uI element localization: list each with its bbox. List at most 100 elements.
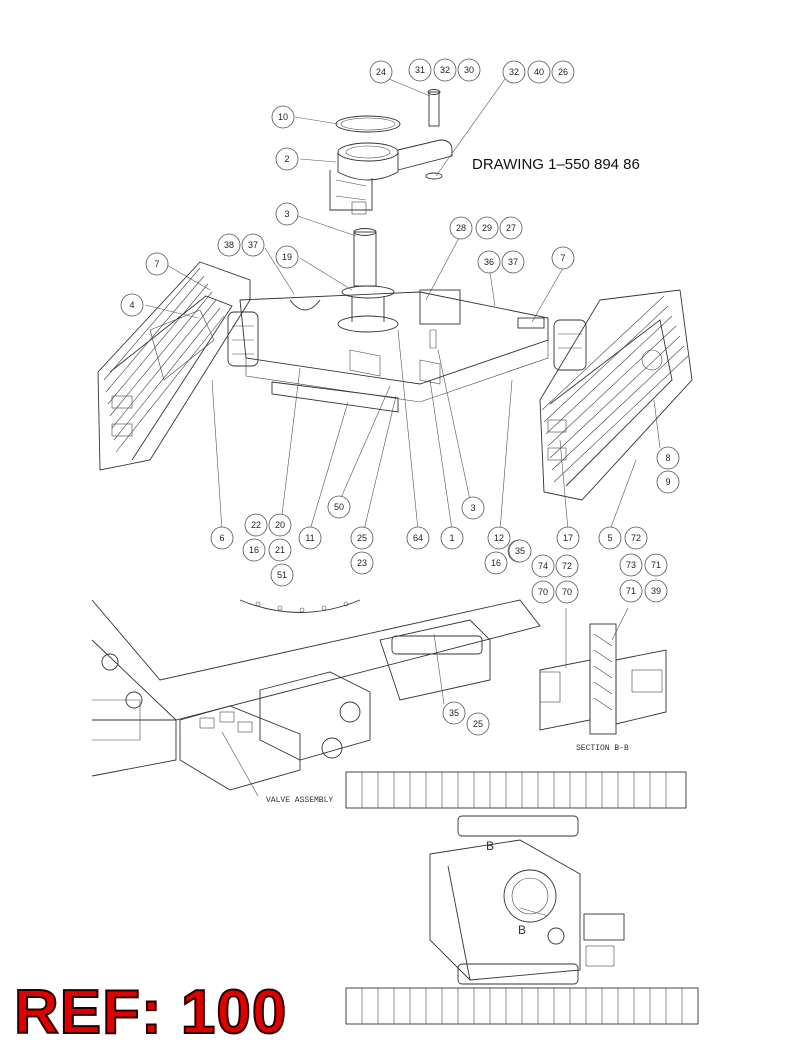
callout-number: 29 bbox=[482, 223, 492, 233]
callout-bubble bbox=[408, 58, 432, 82]
callout-number: 31 bbox=[415, 65, 425, 75]
callout-number: 74 bbox=[538, 561, 548, 571]
callout-bubble bbox=[487, 526, 511, 550]
callout-number: 40 bbox=[534, 67, 544, 77]
callout-bubble bbox=[555, 580, 579, 604]
callout-number: 11 bbox=[305, 533, 314, 543]
callout-bubble bbox=[457, 58, 481, 82]
callout-number: 7 bbox=[154, 259, 159, 269]
callout-bubble bbox=[624, 526, 648, 550]
callout-number: 4 bbox=[129, 300, 134, 310]
callout-number: 8 bbox=[665, 453, 670, 463]
callout-bubble bbox=[406, 526, 430, 550]
callout-number: 7 bbox=[560, 253, 565, 263]
callout-number: 5 bbox=[607, 533, 612, 543]
callout-number: 24 bbox=[376, 67, 386, 77]
callout-number: 35 bbox=[449, 708, 459, 718]
callout-bubble bbox=[508, 539, 532, 563]
callout-number: 17 bbox=[563, 533, 573, 543]
callout-bubble bbox=[242, 538, 266, 562]
callout-bubble bbox=[275, 245, 299, 269]
callout-number: 25 bbox=[357, 533, 367, 543]
callout-bubble bbox=[433, 58, 457, 82]
callout-bubble bbox=[619, 553, 643, 577]
callout-bubble bbox=[619, 579, 643, 603]
callout-bubble bbox=[440, 526, 464, 550]
callout-bubble bbox=[210, 526, 234, 550]
callout-bubble bbox=[271, 105, 295, 129]
callout-number: 32 bbox=[440, 65, 450, 75]
callout-number: 3 bbox=[284, 209, 289, 219]
callout-bubble bbox=[369, 60, 393, 84]
callout-number: 71 bbox=[651, 560, 661, 570]
swing-arm-housing bbox=[329, 139, 453, 215]
callout-number: 70 bbox=[562, 587, 572, 597]
callout-number: 51 bbox=[277, 570, 287, 580]
callout-number: 71 bbox=[626, 586, 636, 596]
callout-number: 2 bbox=[284, 154, 289, 164]
swing-post bbox=[337, 228, 399, 333]
callout-number: 16 bbox=[491, 558, 501, 568]
callout-bubble bbox=[275, 202, 299, 226]
callout-bubble bbox=[531, 580, 555, 604]
callout-number: 37 bbox=[508, 257, 518, 267]
callout-number: 26 bbox=[558, 67, 568, 77]
view-marker-bottom: B bbox=[518, 923, 526, 937]
callout-bubble bbox=[268, 513, 292, 537]
left-cylinder bbox=[227, 311, 259, 367]
callout-bubble bbox=[501, 250, 525, 274]
callout-number: 9 bbox=[665, 477, 670, 487]
callout-number: 23 bbox=[357, 558, 367, 568]
callout-bubble bbox=[217, 233, 241, 257]
callout-bubble bbox=[551, 60, 575, 84]
callout-bubble bbox=[502, 60, 526, 84]
callout-bubble bbox=[499, 216, 523, 240]
callout-bubble bbox=[442, 701, 466, 725]
callout-bubble bbox=[551, 246, 575, 270]
callout-number: 35 bbox=[515, 546, 525, 556]
callout-bubble bbox=[120, 293, 144, 317]
callout-bubble bbox=[556, 526, 580, 550]
callout-bubble bbox=[327, 495, 351, 519]
callout-number: 27 bbox=[506, 223, 516, 233]
callout-bubble bbox=[270, 563, 294, 587]
section-bb-view: SECTION B-B bbox=[539, 607, 667, 753]
callout-bubble bbox=[477, 250, 501, 274]
section-label: SECTION B-B bbox=[576, 744, 629, 753]
callout-number: 39 bbox=[651, 586, 661, 596]
leader-lines-middle bbox=[211, 329, 661, 531]
callout-number: 19 bbox=[282, 252, 292, 262]
ref-label: REF: 100 bbox=[13, 978, 288, 1047]
callout-bubble bbox=[644, 579, 668, 603]
callout-number: 22 bbox=[251, 520, 261, 530]
frame-detail-view: VALVE ASSEMBLY bbox=[91, 599, 541, 805]
callout-number: 20 bbox=[275, 520, 285, 530]
callout-bubble bbox=[268, 538, 292, 562]
callout-number: 1 bbox=[449, 533, 454, 543]
callout-bubble bbox=[241, 233, 265, 257]
callout-bubble bbox=[644, 553, 668, 577]
callout-bubble bbox=[656, 470, 680, 494]
callout-number: 25 bbox=[473, 719, 483, 729]
callout-number: 36 bbox=[484, 257, 494, 267]
callout-number: 12 bbox=[494, 533, 504, 543]
callout-number: 64 bbox=[413, 533, 423, 543]
callout-number: 72 bbox=[631, 533, 641, 543]
leader-lines-top bbox=[144, 78, 564, 323]
callout-number: 70 bbox=[538, 587, 548, 597]
callout-bubble bbox=[449, 216, 473, 240]
callout-number: 50 bbox=[334, 502, 344, 512]
callout-number: 38 bbox=[224, 240, 234, 250]
valve-assembly-label: VALVE ASSEMBLY bbox=[266, 796, 333, 805]
callout-bubble bbox=[244, 513, 268, 537]
swing-bearing-ring bbox=[335, 115, 401, 133]
callout-bubble bbox=[350, 526, 374, 550]
callout-number: 6 bbox=[219, 533, 224, 543]
callout-bubble bbox=[461, 496, 485, 520]
callout-number: 3 bbox=[470, 503, 475, 513]
callout-number: 72 bbox=[562, 561, 572, 571]
callout-number: 21 bbox=[275, 545, 285, 555]
